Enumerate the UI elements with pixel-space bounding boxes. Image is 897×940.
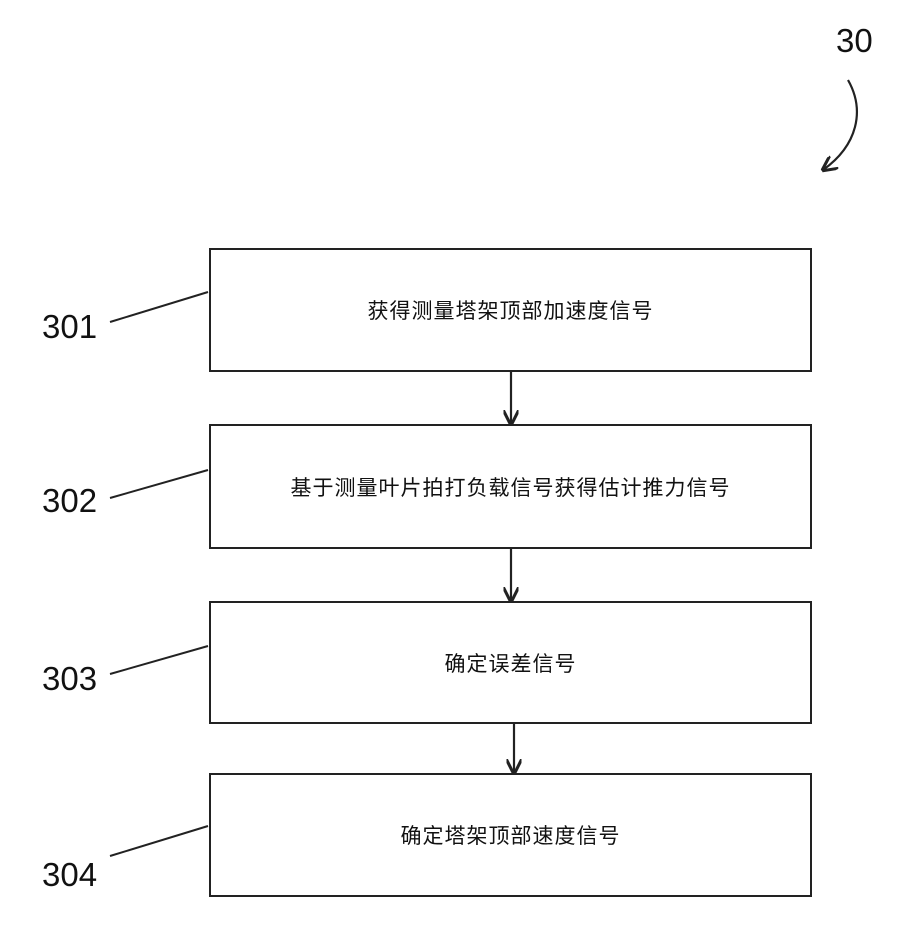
step-box-301: 获得测量塔架顶部加速度信号 — [209, 248, 812, 372]
leader-line-304 — [110, 826, 208, 856]
step-text-304: 确定塔架顶部速度信号 — [401, 820, 621, 850]
step-box-303: 确定误差信号 — [209, 601, 812, 724]
step-text-303: 确定误差信号 — [445, 648, 577, 678]
step-ref-303: 303 — [42, 660, 97, 698]
step-box-302: 基于测量叶片拍打负载信号获得估计推力信号 — [209, 424, 812, 549]
figure-ref-arrow — [823, 80, 857, 170]
step-ref-301: 301 — [42, 308, 97, 346]
leader-line-302 — [110, 470, 208, 498]
figure-ref-number: 30 — [836, 22, 873, 60]
step-ref-304: 304 — [42, 856, 97, 894]
leader-line-303 — [110, 646, 208, 674]
step-box-304: 确定塔架顶部速度信号 — [209, 773, 812, 897]
step-ref-302: 302 — [42, 482, 97, 520]
leader-line-301 — [110, 292, 208, 322]
step-text-301: 获得测量塔架顶部加速度信号 — [368, 295, 654, 325]
step-text-302: 基于测量叶片拍打负载信号获得估计推力信号 — [291, 472, 731, 502]
